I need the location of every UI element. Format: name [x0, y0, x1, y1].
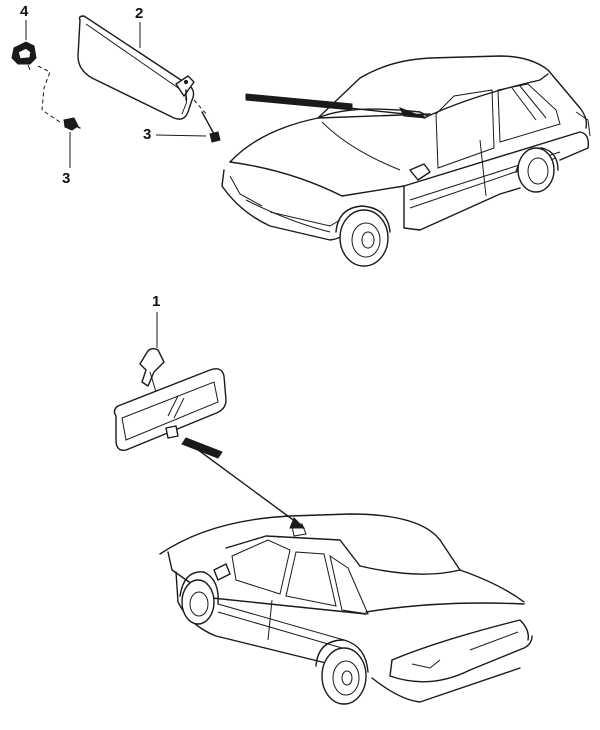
- callout-4: 4: [20, 3, 29, 20]
- car-front-view: [221, 55, 591, 267]
- screw-right: [201, 111, 221, 143]
- location-arrow-mirror: [181, 437, 306, 529]
- location-arrow-visor: [245, 93, 427, 119]
- sun-visor: [77, 15, 195, 120]
- dash-link-clip: [37, 65, 61, 123]
- screw-left: [63, 117, 81, 131]
- car-rear-view: [159, 513, 533, 705]
- visor-holder-clip: [11, 41, 37, 71]
- dash-link-visor: [193, 99, 209, 117]
- rearview-mirror: [113, 347, 227, 451]
- leader-screw-right: [155, 134, 207, 137]
- callout-3-left: 3: [62, 170, 71, 187]
- callout-2: 2: [135, 5, 144, 22]
- callout-1: 1: [152, 293, 161, 310]
- callout-3-right: 3: [143, 126, 152, 143]
